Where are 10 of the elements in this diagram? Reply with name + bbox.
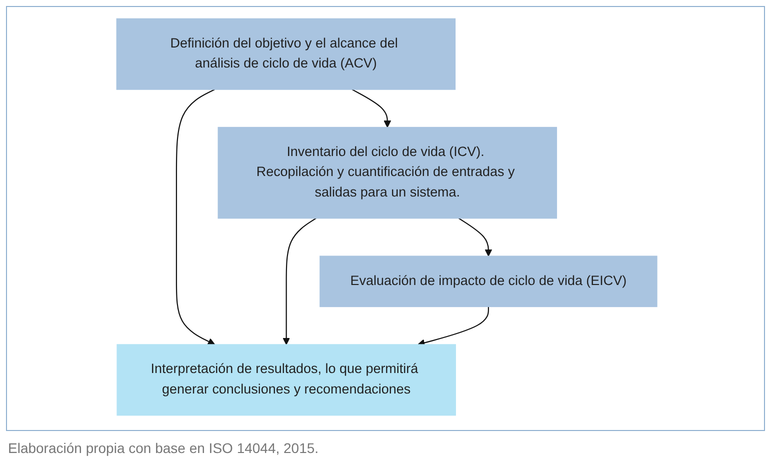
arrow bbox=[176, 88, 215, 345]
arrow bbox=[458, 218, 492, 256]
arrow bbox=[417, 306, 489, 346]
node-box: Inventario del ciclo de vida (ICV). Recopilación y cuantificación de entradas y salidas para un sistema. bbox=[217, 126, 557, 219]
caption: Elaboración propia con base en ISO 14044, 2015. bbox=[8, 440, 319, 456]
node-box: Definición del objetivo y el alcance del análisis de ciclo de vida (ACV) bbox=[116, 18, 456, 90]
node-box: Interpretación de resultados, lo que permitirá generar conclusiones y recomendaciones bbox=[116, 344, 456, 416]
arrow bbox=[351, 88, 391, 128]
node-box: Evaluación de impacto de ciclo de vida (EICV) bbox=[319, 256, 657, 308]
arrow bbox=[282, 218, 316, 345]
